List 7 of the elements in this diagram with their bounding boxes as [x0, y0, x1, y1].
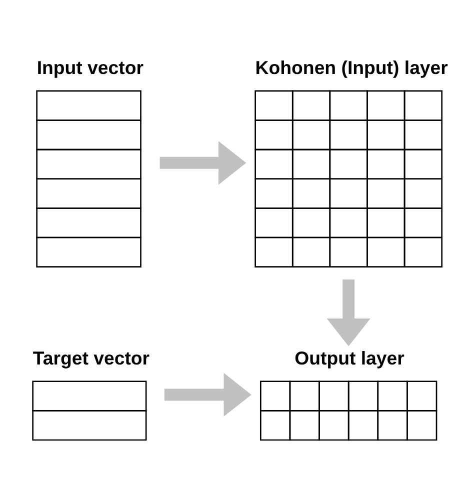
arrow — [160, 140, 246, 184]
node-label: Kohonen (Input) layer — [255, 56, 448, 78]
arrow — [164, 372, 252, 416]
node-label: Output layer — [294, 346, 404, 368]
node-label: Input vector — [36, 56, 144, 78]
arrow — [326, 278, 370, 346]
node-label: Target vector — [32, 346, 150, 368]
